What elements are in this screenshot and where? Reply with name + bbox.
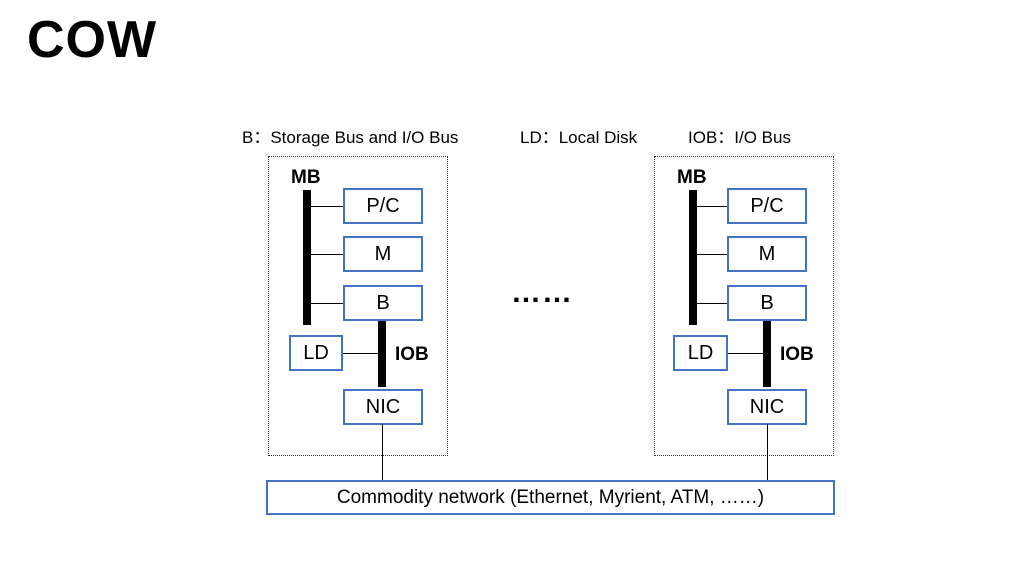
legend-iob: IOB：I/O Bus [688,128,791,147]
pc-box: P/C [727,188,807,224]
pc-box: P/C [343,188,423,224]
mb-link-pc [311,206,343,207]
memory-bus [303,190,311,325]
iob-label: IOB [395,344,429,365]
page-title: COW [27,11,158,69]
memory-bus [689,190,697,325]
io-bus [378,321,386,387]
right-network-link [767,424,768,480]
ld-box: LD [289,335,343,371]
b-box: B [343,285,423,321]
m-box: M [727,236,807,272]
mb-link-m [311,254,343,255]
legend-b: B：Storage Bus and I/O Bus [242,128,459,147]
iob-link-ld [343,353,378,354]
mb-link-pc [697,206,729,207]
mb-label: MB [677,167,707,188]
b-box: B [727,285,807,321]
mb-link-m [697,254,729,255]
iob-link-ld [728,353,763,354]
iob-label: IOB [780,344,814,365]
commodity-network-box: Commodity network (Ethernet, Myrient, AT… [266,480,835,515]
io-bus [763,321,771,387]
mb-label: MB [291,167,321,188]
m-box: M [343,236,423,272]
nic-box: NIC [727,389,807,425]
mb-link-b [697,303,729,304]
node-right: MB P/C M B IOB LD NIC [654,156,834,456]
node-left: MB P/C M B IOB LD NIC [268,156,448,456]
ellipsis: …… [511,276,573,309]
ld-box: LD [673,335,728,371]
legend-ld: LD：Local Disk [520,128,638,147]
left-network-link [382,424,383,480]
mb-link-b [311,303,343,304]
nic-box: NIC [343,389,423,425]
